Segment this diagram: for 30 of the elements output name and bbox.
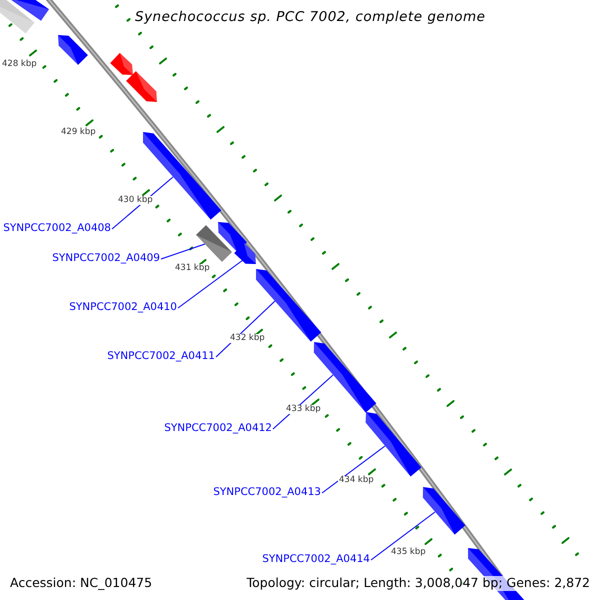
gene-feature [126, 71, 157, 102]
leader-line [322, 446, 386, 494]
gene-feature [110, 52, 133, 75]
scale-label: 428 kbp [1, 60, 38, 68]
gene-feature [422, 487, 466, 535]
gene-label: SYNPCC7002_A0414 [262, 554, 370, 564]
scale-label: 435 kbp [390, 548, 427, 556]
gene-label: SYNPCC7002_A0409 [52, 253, 160, 264]
scale-label: 429 kbp [60, 128, 97, 136]
gene-label: SYNPCC7002_A0413 [213, 487, 321, 498]
title: Synechococcus sp. PCC 7002, complete genome [135, 11, 486, 24]
gene-label: SYNPCC7002_A0408 [3, 223, 111, 234]
gene-feature [234, 242, 256, 264]
leader-line [178, 260, 244, 308]
gene-feature [218, 222, 247, 252]
scale-label: 433 kbp [285, 405, 322, 414]
scale-label: 432 kbp [229, 334, 266, 342]
gene-feature [0, 0, 34, 34]
gene-feature [366, 412, 422, 476]
leader-line [160, 244, 206, 260]
scale-label: 430 kbp [117, 196, 154, 204]
gene-feature [58, 35, 88, 65]
gene-feature [196, 225, 232, 262]
footer-text: Topology: circular; Length: 3,008,047 bp; Genes: 2,872 [244, 576, 592, 590]
leader-line [370, 512, 436, 560]
scale-label: 431 kbp [174, 264, 211, 272]
scale-label: 434 kbp [338, 476, 375, 484]
gene-label: SYNPCC7002_A0411 [107, 351, 215, 362]
gene-label: SYNPCC7002_A0412 [164, 423, 272, 434]
gene-label: SYNPCC7002_A0410 [69, 302, 177, 312]
